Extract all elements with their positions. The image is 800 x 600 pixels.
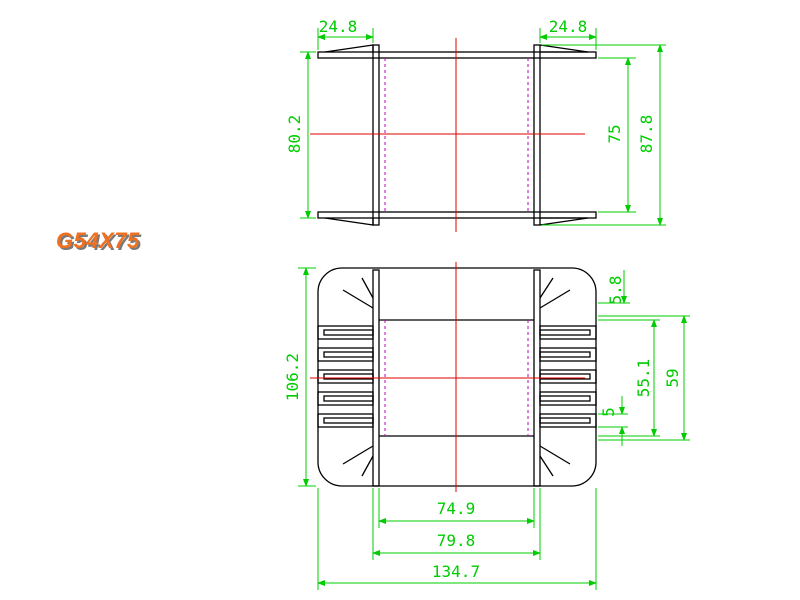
- top-core-left: [372, 44, 380, 226]
- clip-ur: [539, 44, 589, 53]
- clip-ll: [324, 217, 374, 226]
- dim-flange-left: 24.8: [319, 17, 358, 36]
- dim-inner-height: 80.2: [285, 115, 304, 154]
- dim-flange-right: 24.8: [549, 17, 588, 36]
- dim-total-height-top: 87.8: [637, 115, 656, 154]
- dim-pitch-span: 55.1: [634, 359, 653, 398]
- clip-ul: [324, 44, 374, 53]
- dim-inner-width: 74.9: [437, 499, 476, 518]
- dim-total-width: 134.7: [432, 562, 480, 581]
- left-pin-slots: [317, 325, 374, 428]
- dim-window-height: 75: [605, 124, 624, 143]
- dim-pin-span: 59: [663, 368, 682, 387]
- dim-pin-height: 5.8: [606, 276, 625, 305]
- front-view: [310, 262, 597, 492]
- dim-total-height-front: 106.2: [283, 353, 302, 401]
- top-flange-lower: [317, 211, 597, 219]
- top-view-dimensions: [300, 28, 666, 226]
- top-flange-upper: [317, 51, 597, 59]
- dim-pin-pitch: 5: [599, 407, 618, 417]
- right-pin-slots: [539, 325, 597, 428]
- part-number-title: G54X75: [56, 228, 140, 253]
- clip-lr: [539, 217, 589, 226]
- top-view: [310, 38, 597, 232]
- top-core-right: [533, 44, 541, 226]
- front-view-dimensions: [298, 267, 690, 590]
- dim-core-width: 79.8: [437, 531, 476, 550]
